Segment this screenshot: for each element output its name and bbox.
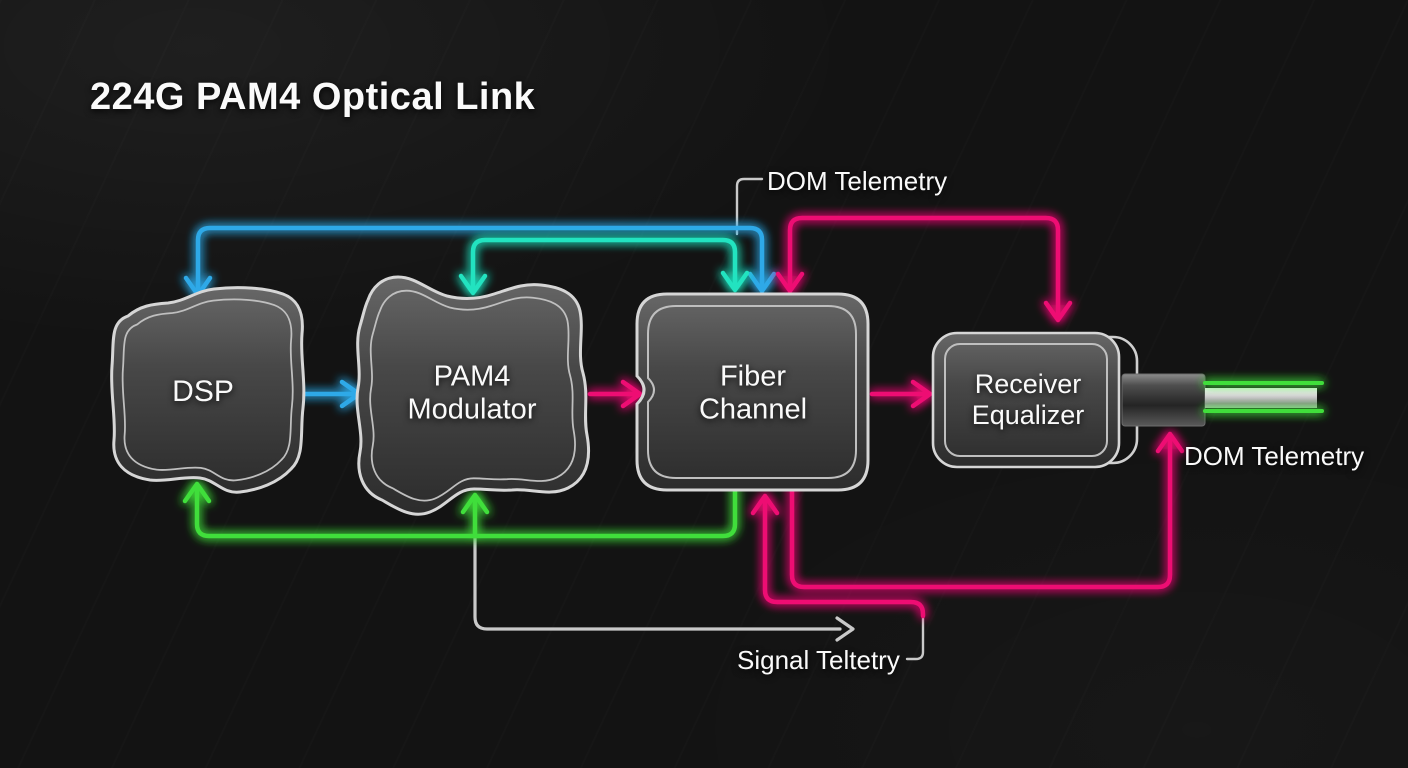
block-dsp-inner-outline: [121, 298, 294, 482]
fiber-green-strands: [1203, 381, 1324, 413]
arrowhead-up-into-dsp: [182, 481, 212, 504]
arrowhead-down-into-fiberchannel-teal: [720, 270, 750, 293]
signal-telemetry-arrow-line: [473, 534, 842, 631]
optical-fiber-assembly: [1121, 373, 1324, 427]
line-fiberchannel-return-bottom: [194, 483, 738, 539]
fiber-core: [1205, 388, 1317, 408]
green-lines: [182, 481, 738, 539]
line-pam4-fiberchannel-top: [470, 237, 738, 293]
block-pam4-modulator: [355, 275, 591, 516]
block-label-fiber-channel: Fiber Channel: [698, 360, 808, 426]
block-receiver-equalizer: [931, 331, 1139, 469]
block-label-dsp: DSP: [172, 374, 234, 408]
arrowhead-up-toward-fiber: [1155, 431, 1185, 454]
dom-telemetry-top-leader-line: [735, 177, 764, 236]
block-pam4-inner-outline: [369, 289, 576, 502]
block-fiber-channel-inner-outline: [647, 305, 857, 479]
signal-telemetry-arrowhead-right: [835, 616, 855, 642]
arrowhead-right-into-fiberchannel: [620, 379, 643, 409]
pink-lines: [587, 215, 1185, 619]
arrowhead-down-into-receiver: [1043, 300, 1073, 323]
line-signal-telemetry-to-fiberchannel: [762, 497, 926, 619]
block-pam4-outline: [355, 275, 591, 516]
block-label-receiver-equalizer: Receiver Equalizer: [971, 368, 1085, 430]
arrowhead-up-into-fiberchannel-bottom: [750, 493, 780, 516]
block-label-pam4-modulator: PAM4 Modulator: [407, 360, 537, 426]
fiber-connector: [1121, 373, 1206, 427]
line-fiberchannel-receiver-top: [787, 215, 1061, 320]
arrowhead-right-into-receiver: [910, 379, 933, 409]
label-dom-telemetry-top: DOM Telemetry: [767, 166, 948, 196]
block-fiber-channel-outline: [635, 292, 870, 492]
arrowhead-up-into-pam4: [460, 492, 490, 515]
block-dsp: [110, 286, 306, 494]
page-title: 224G PAM4 Optical Link: [90, 76, 536, 118]
teal-lines: [458, 237, 750, 296]
arrowhead-down-into-fiberchannel-pink: [775, 271, 805, 294]
block-receiver-outline: [931, 331, 1121, 469]
line-dsp-fiberchannel-top: [195, 225, 765, 295]
block-fiber-channel: [635, 292, 870, 492]
block-receiver-inner-outline: [944, 343, 1108, 457]
signal-telemetry-label-leader: [905, 612, 925, 661]
arrowhead-down-into-pam4: [458, 273, 488, 296]
label-dom-telemetry-right: DOM Telemetry: [1184, 441, 1365, 471]
arrowhead-down-into-fiberchannel-blue: [747, 271, 777, 294]
block-dsp-outline: [110, 286, 306, 494]
gray-lines: [473, 177, 925, 661]
label-signal-telemetry: Signal Teltetry: [737, 645, 900, 675]
line-fiberchannel-to-fiber-dom-telemetry: [789, 435, 1173, 590]
